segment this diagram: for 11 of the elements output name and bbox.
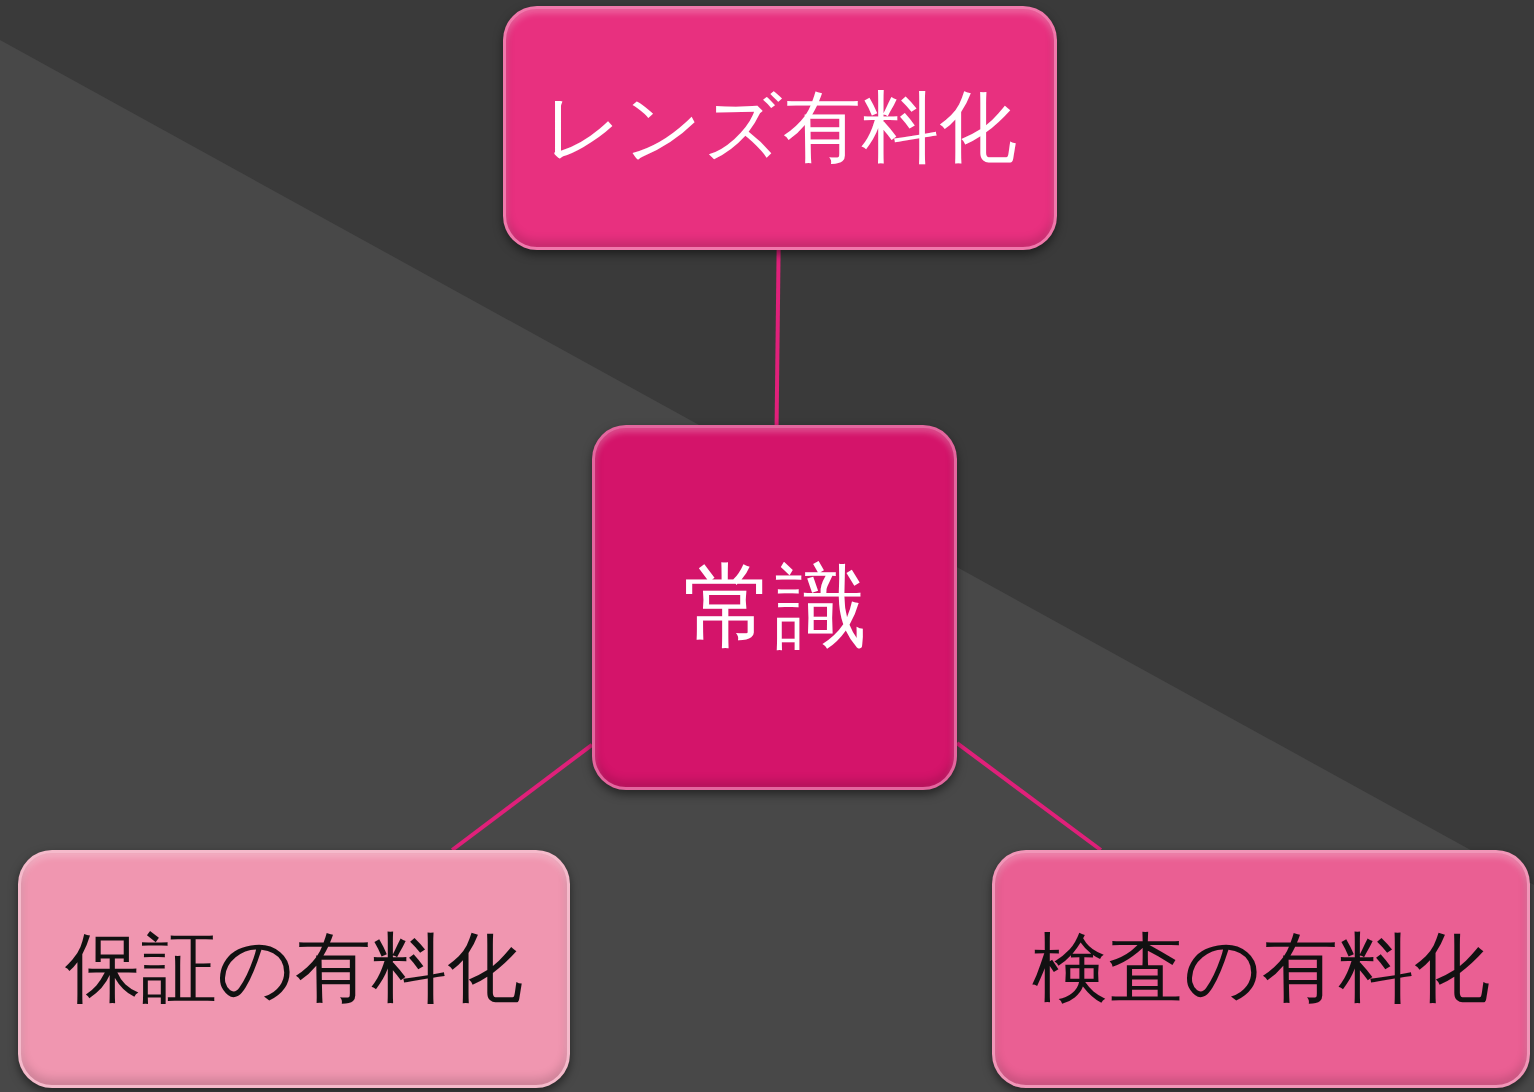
connector-line bbox=[955, 741, 1103, 852]
box-label: 常識 bbox=[682, 556, 867, 659]
box-label: 検査の有料化 bbox=[1032, 927, 1490, 1011]
box-label: 保証の有料化 bbox=[65, 927, 523, 1011]
rounded-box bbox=[592, 425, 957, 790]
box-label: レンズ有料化 bbox=[543, 85, 1017, 171]
rounded-box bbox=[992, 850, 1530, 1088]
connector-line bbox=[774, 249, 781, 426]
rounded-box bbox=[503, 6, 1057, 250]
rounded-box bbox=[18, 850, 570, 1088]
connector-line bbox=[450, 743, 594, 852]
